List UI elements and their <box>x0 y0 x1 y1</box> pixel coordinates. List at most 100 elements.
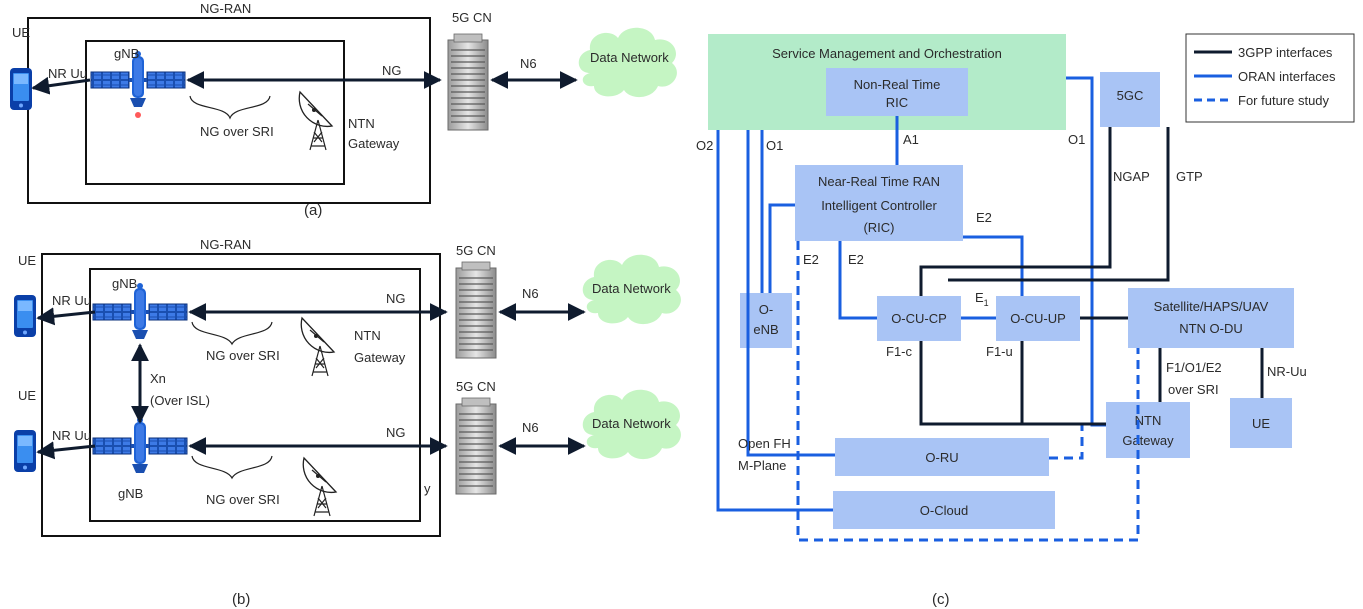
e2-ocucp-line <box>838 241 877 320</box>
data-network-label-a: Data Network <box>590 50 669 65</box>
gtp-label: GTP <box>1176 169 1203 184</box>
core-server-icon-a <box>447 33 489 131</box>
panel-a: NG-RAN UE gNB NR Uu NG NG over SRI NTN G… <box>10 1 677 219</box>
e2-mid-label: E2 <box>848 252 864 267</box>
ue-top-label-b: UE <box>18 253 36 268</box>
ngap-label: NGAP <box>1113 169 1150 184</box>
near-rt-ric-line1: Near-Real Time RAN <box>818 174 940 189</box>
non-rt-ric-line2: RIC <box>886 95 908 110</box>
gnb-frame-b <box>89 268 421 522</box>
threegpp-interface-lines <box>919 127 1264 426</box>
ntn-gateway-dish-icon <box>298 91 333 151</box>
f1-o1-e2-label: F1/O1/E2 <box>1166 360 1222 375</box>
o-cu-up-label: O-CU-UP <box>1010 311 1066 326</box>
caption-b: (b) <box>232 591 250 608</box>
e1-main: E <box>975 290 984 305</box>
o-ru-box <box>835 438 1049 476</box>
ng-bottom-label-b: NG <box>386 425 406 440</box>
future-study-oru-link <box>1049 425 1084 460</box>
e2-top-label: E2 <box>976 210 992 225</box>
gnb-bottom-satellite-icon <box>92 416 188 474</box>
ng-over-sri-brace-a <box>189 95 271 120</box>
o1-right-line <box>1066 76 1106 427</box>
ng-over-sri-label-a: NG over SRI <box>200 124 274 139</box>
nr-uu-link-bottom-b <box>36 441 96 460</box>
five-gc-box <box>1100 72 1160 127</box>
core-server-bottom-icon-b <box>455 397 497 495</box>
open-fh-label: Open FH <box>738 436 791 451</box>
f1c-label: F1-c <box>886 344 913 359</box>
f1u-label: F1-u <box>986 344 1013 359</box>
caption-a: (a) <box>304 202 322 219</box>
data-network-bottom-label-b: Data Network <box>592 416 671 431</box>
core-top-label-b: 5G CN <box>456 243 496 258</box>
ng-over-sri-top-label-b: NG over SRI <box>206 348 280 363</box>
ue-box-c <box>1230 398 1292 448</box>
legend-oran-label: ORAN interfaces <box>1238 69 1336 84</box>
e2-left-label: E2 <box>803 252 819 267</box>
legend-box <box>1185 33 1355 123</box>
ng-ran-label-a: NG-RAN <box>200 1 251 16</box>
ue-phone-icon <box>10 68 32 110</box>
ntn-gateway-box <box>1106 402 1190 458</box>
f1c-line <box>919 341 1106 426</box>
gnb-top-satellite-icon <box>92 282 188 340</box>
ue-bottom-label-b: UE <box>18 388 36 403</box>
nr-uu-label-c: NR-Uu <box>1267 364 1307 379</box>
o-cu-up-box <box>996 296 1080 341</box>
o-cu-cp-label: O-CU-CP <box>891 311 947 326</box>
ue-label-c: UE <box>1252 416 1270 431</box>
future-study-frame <box>796 241 1140 542</box>
ntn-o-du-line2: NTN O-DU <box>1179 321 1243 336</box>
nr-uu-link-a <box>31 76 91 95</box>
ng-ran-frame-b <box>41 253 441 537</box>
panel-b: NG-RAN UE UE gNB gNB NR Uu NR Uu Xn (Ove… <box>14 237 681 608</box>
ng-over-sri-brace-top-b <box>191 321 273 346</box>
gnb-bottom-label-b: gNB <box>118 486 143 501</box>
ntn-o-du-line1: Satellite/HAPS/UAV <box>1154 299 1269 314</box>
core-bottom-label-b: 5G CN <box>456 379 496 394</box>
legend-future-label: For future study <box>1238 93 1330 108</box>
non-rt-ric-line1: Non-Real Time <box>854 77 941 92</box>
ntn-gateway-line2: Gateway <box>1122 433 1174 448</box>
ue-label-a: UE <box>12 25 30 40</box>
o2-line <box>716 130 833 512</box>
gtp-line-upper <box>948 127 1170 282</box>
e1-label: E1 <box>975 290 989 308</box>
open-fh-mplane-line <box>746 130 835 457</box>
ng-ran-frame-a <box>27 17 431 204</box>
gnb-frame-a <box>85 40 345 185</box>
caption-c: (c) <box>932 591 950 608</box>
n6-top-label-b: N6 <box>522 286 539 301</box>
ue-top-phone-icon <box>14 295 36 337</box>
near-rt-ric-line2: Intelligent Controller <box>821 198 937 213</box>
core-server-top-icon-b <box>455 261 497 359</box>
ntn-label-b: NTN <box>354 328 381 343</box>
a1-label: A1 <box>903 132 919 147</box>
o1-right-label: O1 <box>1068 132 1085 147</box>
o-enb-line1: O- <box>759 302 773 317</box>
over-isl-label: (Over ISL) <box>150 393 210 408</box>
nr-uu-label-a: NR Uu <box>48 66 87 81</box>
core-label-a: 5G CN <box>452 10 492 25</box>
near-rt-ric-line3: (RIC) <box>863 220 894 235</box>
ue-bottom-phone-icon <box>14 430 36 472</box>
o-ru-label: O-RU <box>925 450 958 465</box>
nr-uu-bottom-label-b: NR Uu <box>52 428 91 443</box>
e2-ocuup-line <box>963 235 1024 296</box>
o2-label: O2 <box>696 138 713 153</box>
nr-uu-link-top-b <box>36 307 96 326</box>
data-network-top-label-b: Data Network <box>592 281 671 296</box>
m-plane-label: M-Plane <box>738 458 786 473</box>
o-cu-cp-box <box>877 296 961 341</box>
ng-ran-label-b: NG-RAN <box>200 237 251 252</box>
ng-top-label-b: NG <box>386 291 406 306</box>
gateway-label-a: Gateway <box>348 136 400 151</box>
o-enb-line2: eNB <box>753 322 778 337</box>
gateway-label-b: Gateway <box>354 350 406 365</box>
o-cloud-box <box>833 491 1055 529</box>
ntn-gateway-dish-bottom-icon <box>302 457 337 517</box>
n6-bottom-label-b: N6 <box>522 420 539 435</box>
e1-sub: 1 <box>984 298 989 308</box>
